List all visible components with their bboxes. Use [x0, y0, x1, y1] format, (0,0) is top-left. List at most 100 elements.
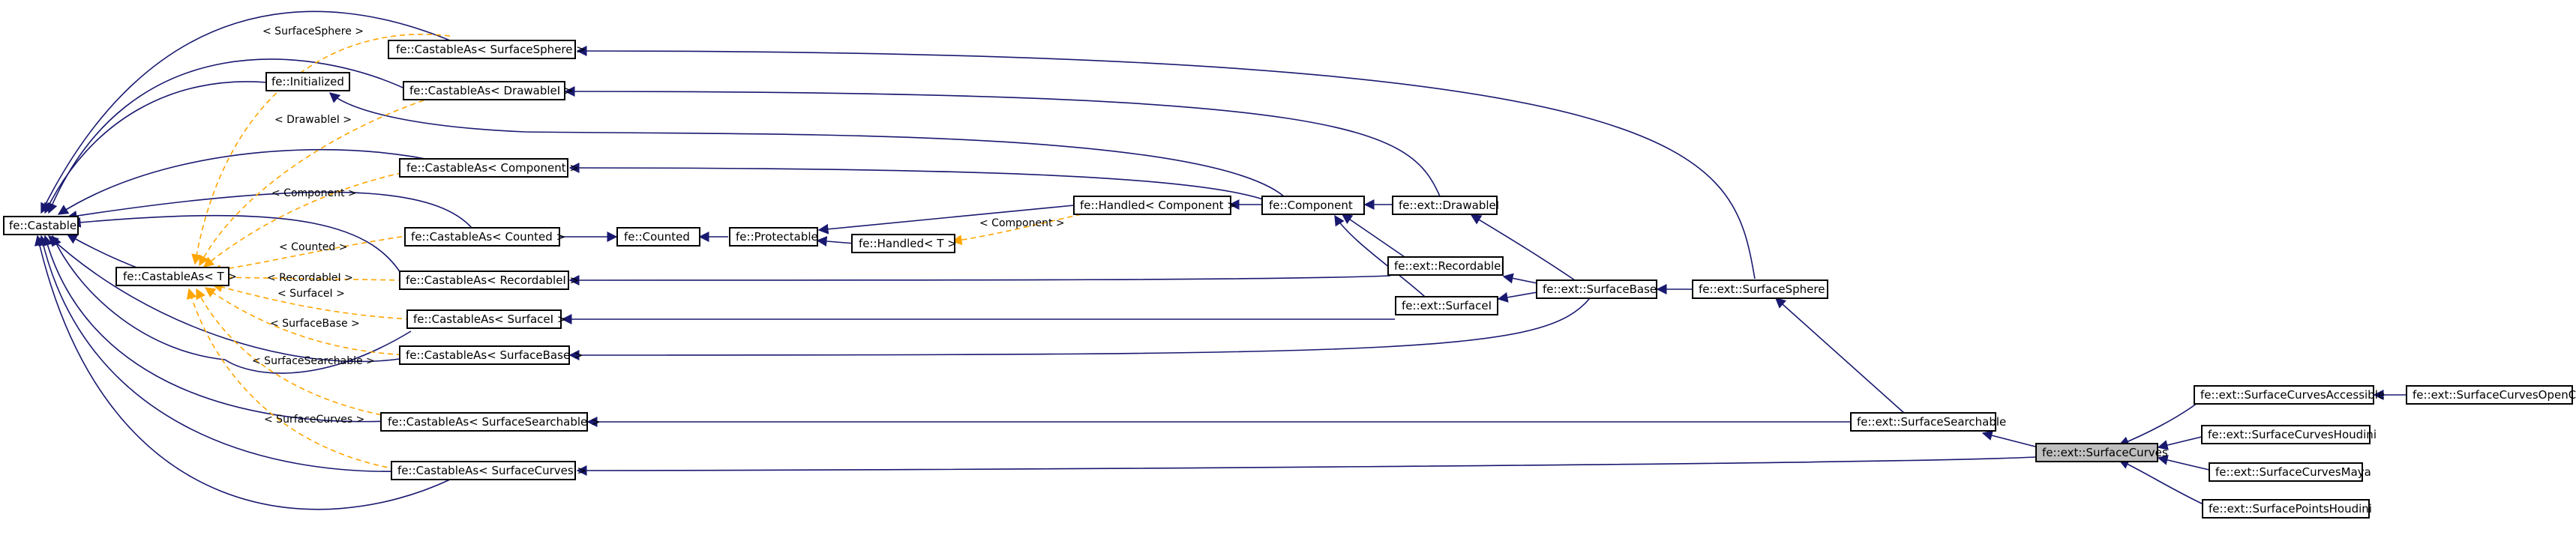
tedge-counted: [210, 235, 412, 276]
svg-text:fe::CastableAs< T >: fe::CastableAs< T >: [123, 270, 237, 283]
edge-casurfacebase-to-castable: [47, 235, 406, 363]
tedge-sphere: [191, 33, 451, 265]
edge-curves-to-searchable: [1981, 430, 2036, 447]
node-handled-component[interactable]: fe::Handled< Component >: [1073, 196, 1237, 215]
svg-text:fe::CastableAs< SurfaceCurves: fe::CastableAs< SurfaceCurves >: [397, 464, 586, 477]
nodes: fe::Castable fe::CastableAs< T > fe::Cas…: [3, 40, 2576, 519]
node-castable-as-counted[interactable]: fe::CastableAs< Counted >: [404, 227, 565, 247]
edge-sphere-to-castable: [40, 10, 451, 214]
node-surfacecurves[interactable]: fe::ext::SurfaceCurves: [2035, 443, 2168, 462]
node-surfacei[interactable]: fe::ext::SurfaceI: [1395, 296, 1498, 315]
svg-text:fe::ext::RecordableI: fe::ext::RecordableI: [1394, 259, 1504, 273]
edge-acc-to-curves: [2118, 402, 2198, 447]
node-surfacecurvesopencl[interactable]: fe::ext::SurfaceCurvesOpenCL: [2406, 385, 2576, 405]
label-drawable: < DrawableI >: [274, 114, 352, 126]
edge-searchable-to-surfacesphere: [1774, 297, 1906, 414]
node-component[interactable]: fe::Component: [1261, 196, 1365, 215]
edge-surfacebase-to-surfacei: [1497, 291, 1538, 303]
edge-cacounted-to-castable: [66, 191, 473, 229]
edge-surfacebase-to-drawablei: [1470, 214, 1576, 281]
svg-text:fe::ext::SurfaceBase: fe::ext::SurfaceBase: [1543, 282, 1657, 296]
edge-handledcomp-to-protectable: [817, 205, 1075, 235]
node-initialized[interactable]: fe::Initialized: [265, 72, 350, 91]
tedge-searchable: [196, 288, 391, 417]
node-surfacesearchable[interactable]: fe::ext::SurfaceSearchable: [1850, 412, 2006, 432]
label-handled-component: < Component >: [979, 217, 1065, 229]
tedge-component: [202, 170, 412, 268]
svg-text:fe::ext::SurfaceSphere: fe::ext::SurfaceSphere: [1699, 282, 1825, 296]
edge-labels: < SurfaceSphere > < DrawableI > < Compon…: [252, 25, 1065, 426]
edge-points-to-curves: [2118, 459, 2206, 506]
label-surfacei: < SurfaceI >: [277, 288, 345, 300]
edge-surfacebase-to-recordablei: [1502, 273, 1538, 284]
node-surfacecurveshoudini[interactable]: fe::ext::SurfaceCurvesHoudini: [2201, 425, 2377, 444]
node-handled-t[interactable]: fe::Handled< T >: [851, 234, 957, 253]
node-protectable[interactable]: fe::Protectable: [729, 227, 818, 247]
edge-surfacebase-to-casurfacebase: [568, 297, 1591, 360]
edge-recordablei-to-carecordable: [568, 274, 1391, 285]
svg-text:fe::ext::SurfaceCurvesMaya: fe::ext::SurfaceCurvesMaya: [2215, 465, 2371, 479]
node-surfacesphere[interactable]: fe::ext::SurfaceSphere: [1692, 279, 1828, 299]
svg-text:fe::ext::SurfacePointsHoudini: fe::ext::SurfacePointsHoudini: [2209, 502, 2372, 516]
svg-text:fe::CastableAs< DrawableI >: fe::CastableAs< DrawableI >: [409, 84, 574, 97]
edge-component-to-cacomponent: [568, 163, 1268, 202]
node-castable-as-recordablei[interactable]: fe::CastableAs< RecordableI >: [399, 270, 579, 290]
node-castable-as-surfacesearchable[interactable]: fe::CastableAs< SurfaceSearchable >: [380, 412, 601, 432]
svg-text:fe::CastableAs< SurfaceI >: fe::CastableAs< SurfaceI >: [413, 312, 566, 326]
svg-text:fe::ext::SurfaceI: fe::ext::SurfaceI: [1402, 299, 1492, 312]
node-surfacepointshoudini[interactable]: fe::ext::SurfacePointsHoudini: [2202, 499, 2372, 519]
edge-component-to-initialized: [328, 92, 1285, 197]
svg-text:fe::Component: fe::Component: [1269, 199, 1353, 212]
edge-curves-to-cacurves: [576, 456, 2036, 476]
svg-text:fe::CastableAs< Component >: fe::CastableAs< Component >: [406, 161, 579, 175]
node-surfacebase[interactable]: fe::ext::SurfaceBase: [1536, 279, 1657, 299]
tedge-handled-component: [951, 214, 1082, 246]
node-castable-as-t[interactable]: fe::CastableAs< T >: [115, 267, 237, 286]
tedge-surfacei: [211, 282, 412, 320]
svg-text:fe::Counted: fe::Counted: [624, 230, 690, 244]
edge-casurfacei-to-castable: [52, 235, 412, 374]
node-castable-as-surfacesphere[interactable]: fe::CastableAs< SurfaceSphere >: [388, 40, 586, 59]
svg-text:fe::Handled< Component >: fe::Handled< Component >: [1080, 199, 1237, 212]
node-recordablei[interactable]: fe::ext::RecordableI: [1387, 256, 1504, 276]
svg-text:fe::CastableAs< RecordableI >: fe::CastableAs< RecordableI >: [406, 273, 579, 287]
tedge-surfacebase: [204, 287, 412, 356]
label-counted: < Counted >: [279, 241, 347, 253]
svg-text:fe::ext::DrawableI: fe::ext::DrawableI: [1399, 199, 1499, 212]
edge-drawablei-to-cadrawable: [564, 86, 1441, 197]
edge-castablet-to-castable: [66, 234, 143, 270]
svg-text:fe::CastableAs< SurfaceBase >: fe::CastableAs< SurfaceBase >: [406, 348, 583, 362]
svg-text:fe::Castable: fe::Castable: [9, 219, 76, 232]
node-drawablei[interactable]: fe::ext::DrawableI: [1392, 196, 1499, 215]
edge-maya-to-curves: [2157, 455, 2213, 471]
svg-text:fe::ext::SurfaceCurvesAccessib: fe::ext::SurfaceCurvesAccessible: [2200, 388, 2385, 402]
node-castable-as-component[interactable]: fe::CastableAs< Component >: [399, 158, 579, 178]
label-curves: < SurfaceCurves >: [264, 414, 364, 426]
edge-surfacei-to-component: [1334, 214, 1426, 297]
edge-loop-bottom-to-castable: [34, 235, 451, 510]
node-castable-as-surfacei[interactable]: fe::CastableAs< SurfaceI >: [406, 309, 566, 329]
node-counted[interactable]: fe::Counted: [616, 227, 700, 247]
edge-surfacesphere-to-casphere: [576, 46, 1756, 279]
svg-text:fe::Protectable: fe::Protectable: [736, 230, 818, 244]
svg-text:fe::CastableAs< Counted >: fe::CastableAs< Counted >: [411, 230, 565, 244]
tedge-recordable: [217, 272, 404, 283]
label-searchable: < SurfaceSearchable >: [252, 355, 375, 367]
node-castable[interactable]: fe::Castable: [3, 216, 79, 235]
node-castable-as-surfacebase[interactable]: fe::CastableAs< SurfaceBase >: [399, 345, 583, 365]
edge-initialized-to-castable: [44, 81, 268, 214]
svg-text:fe::ext::SurfaceCurvesHoudini: fe::ext::SurfaceCurvesHoudini: [2208, 428, 2377, 441]
svg-text:fe::CastableAs< SurfaceSearcha: fe::CastableAs< SurfaceSearchable >: [388, 415, 601, 429]
node-surfacecurvesmaya[interactable]: fe::ext::SurfaceCurvesMaya: [2209, 462, 2371, 482]
svg-text:fe::ext::SurfaceCurves: fe::ext::SurfaceCurves: [2042, 446, 2168, 459]
label-sphere: < SurfaceSphere >: [262, 25, 364, 37]
edge-handledt-to-protectable: [816, 236, 856, 247]
inheritance-edges: [34, 10, 2406, 510]
label-recordable: < RecordableI >: [267, 272, 353, 284]
svg-text:fe::CastableAs< SurfaceSphere: fe::CastableAs< SurfaceSphere >: [396, 43, 586, 56]
node-castable-as-surfacecurves[interactable]: fe::CastableAs< SurfaceCurves >: [391, 461, 586, 480]
node-surfacecurvesaccessible[interactable]: fe::ext::SurfaceCurvesAccessible: [2194, 385, 2385, 405]
svg-text:fe::Handled< T >: fe::Handled< T >: [859, 237, 957, 250]
node-castable-as-drawablei[interactable]: fe::CastableAs< DrawableI >: [403, 81, 574, 100]
